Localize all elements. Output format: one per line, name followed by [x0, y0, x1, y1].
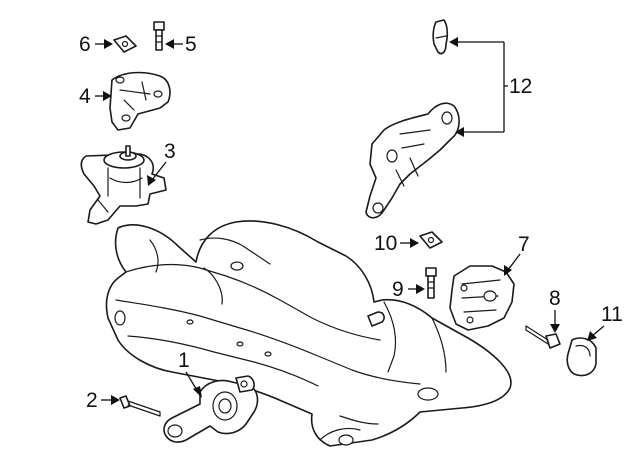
callout-label-1: 1: [178, 349, 190, 372]
callout-12: 12: [449, 37, 532, 137]
upper-mount-12: [365, 19, 460, 219]
bolt-5: [153, 21, 165, 51]
bolt-8: [525, 325, 561, 349]
transmission-mount-7: [449, 265, 515, 331]
callout-label-2: 2: [86, 389, 98, 412]
callout-label-6: 6: [79, 33, 91, 56]
callout-5: 5: [165, 33, 197, 56]
engine-mount-bracket: [109, 71, 171, 131]
callout-11: 11: [587, 303, 623, 341]
callout-8: 8: [549, 287, 561, 333]
callout-label-9: 9: [392, 278, 404, 301]
long-bolt: [119, 395, 161, 417]
callout-label-3: 3: [164, 140, 176, 163]
callout-label-10: 10: [374, 232, 397, 255]
callout-1: 1: [178, 349, 202, 398]
callout-label-11: 11: [601, 303, 623, 326]
clip-nut-10: [419, 231, 443, 249]
callout-7: 7: [504, 233, 530, 276]
callout-3: 3: [147, 140, 176, 186]
callout-10: 10: [374, 232, 419, 255]
torque-rod: [163, 375, 259, 443]
callout-4: 4: [79, 85, 112, 108]
engine-subframe: [105, 220, 512, 447]
callout-6: 6: [79, 33, 113, 56]
bolt-9: [425, 267, 437, 299]
rubber-cap-11: [566, 337, 597, 377]
callout-label-7: 7: [518, 233, 530, 256]
callout-9: 9: [392, 278, 425, 301]
callout-label-5: 5: [185, 33, 197, 56]
callout-label-4: 4: [79, 85, 91, 108]
callout-label-8: 8: [549, 287, 561, 310]
engine-mount-left: [80, 145, 167, 225]
callout-label-12: 12: [509, 75, 532, 98]
clip-nut-6: [113, 35, 137, 53]
callout-2: 2: [86, 389, 120, 412]
